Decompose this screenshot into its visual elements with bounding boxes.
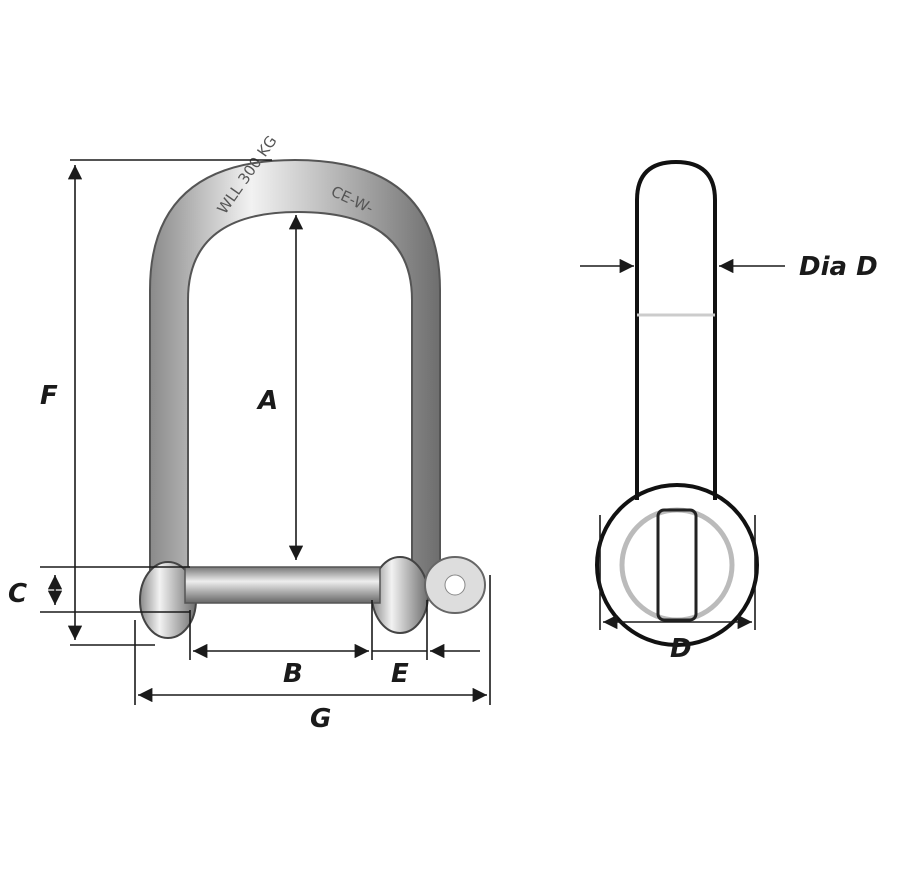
label-g: G — [310, 704, 331, 734]
label-b: B — [283, 659, 303, 689]
label-c: C — [8, 579, 27, 609]
label-dia-d: Dia D — [799, 252, 878, 282]
label-f: F — [40, 381, 58, 411]
dimension-lines — [40, 159, 785, 705]
label-a: A — [256, 386, 278, 416]
label-e: E — [391, 659, 409, 689]
label-d: D — [670, 634, 692, 664]
shackle-side-view — [595, 159, 759, 647]
shackle-front-view: WLL 300 KG CE-W- — [139, 132, 486, 639]
